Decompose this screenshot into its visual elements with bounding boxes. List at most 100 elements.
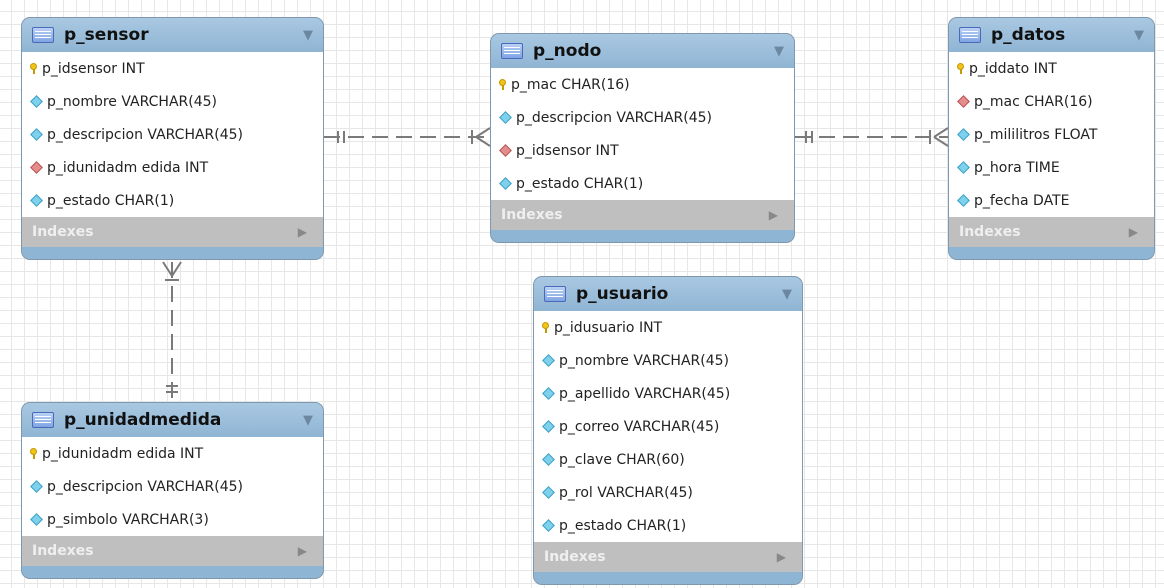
column-row[interactable]: p_iddato INT xyxy=(949,52,1154,85)
column-label: p_mac CHAR(16) xyxy=(511,76,630,93)
entity-header[interactable]: p_datos ▼ xyxy=(949,18,1154,52)
entity-header[interactable]: p_unidadmedida ▼ xyxy=(22,403,323,437)
indexes-label: Indexes xyxy=(959,224,1021,240)
primary-key-icon xyxy=(957,63,964,74)
column-diamond-icon xyxy=(542,486,555,499)
column-row[interactable]: p_estado CHAR(1) xyxy=(534,509,802,542)
triangle-right-icon[interactable]: ▶ xyxy=(297,225,307,239)
chevron-down-icon[interactable]: ▼ xyxy=(774,43,784,59)
primary-key-icon xyxy=(542,322,549,333)
primary-key-icon xyxy=(30,448,37,459)
foreign-key-icon xyxy=(957,95,970,108)
column-label: p_correo VARCHAR(45) xyxy=(559,418,720,435)
entity-p-nodo[interactable]: p_nodo ▼ p_mac CHAR(16) p_descripcion VA… xyxy=(490,33,795,243)
column-row[interactable]: p_rol VARCHAR(45) xyxy=(534,476,802,509)
foreign-key-icon xyxy=(499,144,512,157)
column-row[interactable]: p_simbolo VARCHAR(3) xyxy=(22,503,323,536)
column-label: p_hora TIME xyxy=(974,159,1060,176)
triangle-right-icon[interactable]: ▶ xyxy=(776,550,786,564)
column-label: p_estado CHAR(1) xyxy=(516,175,644,192)
column-row[interactable]: p_descripcion VARCHAR(45) xyxy=(22,470,323,503)
column-row[interactable]: p_idunidadm edida INT xyxy=(22,151,323,184)
column-diamond-icon xyxy=(957,128,970,141)
entity-header[interactable]: p_nodo ▼ xyxy=(491,34,794,68)
column-row[interactable]: p_descripcion VARCHAR(45) xyxy=(491,101,794,134)
column-row[interactable]: p_idsensor INT xyxy=(491,134,794,167)
column-list: p_idsensor INT p_nombre VARCHAR(45) p_de… xyxy=(22,52,323,217)
column-row[interactable]: p_clave CHAR(60) xyxy=(534,443,802,476)
chevron-down-icon[interactable]: ▼ xyxy=(782,286,792,302)
column-label: p_rol VARCHAR(45) xyxy=(559,484,693,501)
column-row[interactable]: p_mililitros FLOAT xyxy=(949,118,1154,151)
column-diamond-icon xyxy=(542,420,555,433)
column-diamond-icon xyxy=(499,177,512,190)
column-row[interactable]: p_estado CHAR(1) xyxy=(491,167,794,200)
column-row[interactable]: p_correo VARCHAR(45) xyxy=(534,410,802,443)
column-list: p_mac CHAR(16) p_descripcion VARCHAR(45)… xyxy=(491,68,794,200)
one-mandatory-marker xyxy=(166,385,178,393)
column-label: p_estado CHAR(1) xyxy=(559,517,687,534)
column-label: p_idusuario INT xyxy=(554,319,663,336)
one-mandatory-marker xyxy=(337,131,345,143)
indexes-section[interactable]: Indexes ▶ xyxy=(534,542,802,572)
column-label: p_descripcion VARCHAR(45) xyxy=(47,126,244,143)
table-icon xyxy=(501,43,523,59)
column-label: p_descripcion VARCHAR(45) xyxy=(516,109,713,126)
column-row[interactable]: p_descripcion VARCHAR(45) xyxy=(22,118,323,151)
column-row[interactable]: p_idsensor INT xyxy=(22,52,323,85)
column-row[interactable]: p_estado CHAR(1) xyxy=(22,184,323,217)
foreign-key-icon xyxy=(30,161,43,174)
column-label: p_descripcion VARCHAR(45) xyxy=(47,478,244,495)
indexes-label: Indexes xyxy=(32,543,94,559)
crows-foot-marker xyxy=(162,261,182,281)
entity-footer xyxy=(534,572,802,584)
column-label: p_idsensor INT xyxy=(516,142,619,159)
column-row[interactable]: p_nombre VARCHAR(45) xyxy=(22,85,323,118)
column-label: p_nombre VARCHAR(45) xyxy=(47,93,217,110)
indexes-section[interactable]: Indexes ▶ xyxy=(949,217,1154,247)
triangle-right-icon[interactable]: ▶ xyxy=(768,208,778,222)
column-label: p_idunidadm edida INT xyxy=(42,445,204,462)
column-row[interactable]: p_idunidadm edida INT xyxy=(22,437,323,470)
entity-p-usuario[interactable]: p_usuario ▼ p_idusuario INT p_nombre VAR… xyxy=(533,276,803,585)
crows-foot-marker xyxy=(929,127,949,147)
chevron-down-icon[interactable]: ▼ xyxy=(303,27,313,43)
indexes-section[interactable]: Indexes ▶ xyxy=(491,200,794,230)
column-label: p_mililitros FLOAT xyxy=(974,126,1098,143)
indexes-section[interactable]: Indexes ▶ xyxy=(22,536,323,566)
entity-title: p_usuario xyxy=(576,284,669,304)
indexes-label: Indexes xyxy=(32,224,94,240)
entity-p-sensor[interactable]: p_sensor ▼ p_idsensor INT p_nombre VARCH… xyxy=(21,17,324,260)
entity-p-datos[interactable]: p_datos ▼ p_iddato INT p_mac CHAR(16) p_… xyxy=(948,17,1155,260)
indexes-label: Indexes xyxy=(544,549,606,565)
column-diamond-icon xyxy=(957,194,970,207)
one-mandatory-marker xyxy=(805,131,813,143)
column-row[interactable]: p_hora TIME xyxy=(949,151,1154,184)
column-row[interactable]: p_mac CHAR(16) xyxy=(949,85,1154,118)
entity-p-unidadmedida[interactable]: p_unidadmedida ▼ p_idunidadm edida INT p… xyxy=(21,402,324,579)
column-label: p_idunidadm edida INT xyxy=(47,159,209,176)
column-diamond-icon xyxy=(542,354,555,367)
column-label: p_idsensor INT xyxy=(42,60,145,77)
chevron-down-icon[interactable]: ▼ xyxy=(303,412,313,428)
column-diamond-icon xyxy=(499,111,512,124)
column-row[interactable]: p_apellido VARCHAR(45) xyxy=(534,377,802,410)
column-label: p_fecha DATE xyxy=(974,192,1070,209)
column-row[interactable]: p_mac CHAR(16) xyxy=(491,68,794,101)
indexes-section[interactable]: Indexes ▶ xyxy=(22,217,323,247)
entity-title: p_sensor xyxy=(64,25,149,45)
triangle-right-icon[interactable]: ▶ xyxy=(1128,225,1138,239)
column-row[interactable]: p_nombre VARCHAR(45) xyxy=(534,344,802,377)
column-diamond-icon xyxy=(957,161,970,174)
column-row[interactable]: p_fecha DATE xyxy=(949,184,1154,217)
table-icon xyxy=(32,412,54,428)
column-label: p_apellido VARCHAR(45) xyxy=(559,385,731,402)
column-list: p_idusuario INT p_nombre VARCHAR(45) p_a… xyxy=(534,311,802,542)
chevron-down-icon[interactable]: ▼ xyxy=(1134,27,1144,43)
column-row[interactable]: p_idusuario INT xyxy=(534,311,802,344)
entity-footer xyxy=(949,247,1154,259)
column-diamond-icon xyxy=(30,194,43,207)
triangle-right-icon[interactable]: ▶ xyxy=(297,544,307,558)
entity-header[interactable]: p_usuario ▼ xyxy=(534,277,802,311)
entity-header[interactable]: p_sensor ▼ xyxy=(22,18,323,52)
